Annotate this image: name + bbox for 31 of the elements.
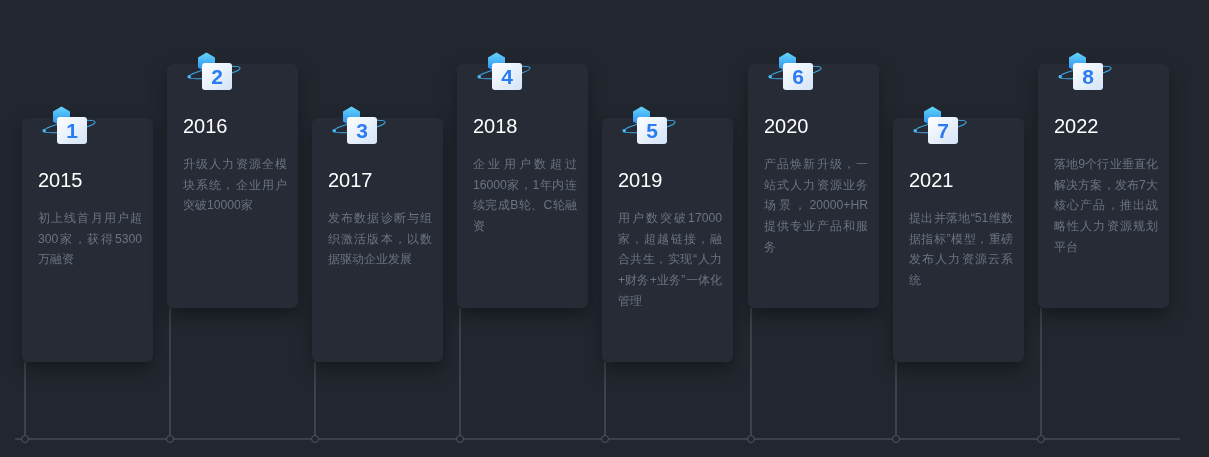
timeline-dot bbox=[601, 435, 609, 443]
timeline-dot bbox=[311, 435, 319, 443]
timeline-dot bbox=[21, 435, 29, 443]
milestone-text: 用户数突破17000家，超越链接，融合共生，实现“人力+财务+业务”一体化管理 bbox=[618, 210, 722, 310]
milestone-text: 企业用户数超过16000家，1年内连续完成B轮、C轮融资 bbox=[473, 156, 577, 236]
year-heading: 2015 bbox=[38, 168, 83, 192]
step-number: 7 bbox=[936, 118, 950, 144]
timeline-dot bbox=[1037, 435, 1045, 443]
step-number: 5 bbox=[645, 118, 659, 144]
step-number: 4 bbox=[500, 64, 514, 90]
year-heading: 2018 bbox=[473, 114, 518, 138]
milestone-text: 产品焕新升级，一站式人力资源业务场景，20000+HR提供专业产品和服务 bbox=[764, 156, 868, 256]
timeline-dot bbox=[456, 435, 464, 443]
year-heading: 2017 bbox=[328, 168, 373, 192]
year-heading: 2021 bbox=[909, 168, 954, 192]
year-heading: 2019 bbox=[618, 168, 663, 192]
timeline-dot bbox=[166, 435, 174, 443]
step-number: 2 bbox=[210, 64, 224, 90]
milestone-text: 发布数据诊断与组织激活版本，以数据驱动企业发展 bbox=[328, 210, 432, 269]
timeline-dot bbox=[747, 435, 755, 443]
milestone-text: 升级人力资源全模块系统，企业用户突破10000家 bbox=[183, 156, 287, 215]
step-number: 3 bbox=[355, 118, 369, 144]
step-number: 8 bbox=[1081, 64, 1095, 90]
step-number: 6 bbox=[791, 64, 805, 90]
year-heading: 2022 bbox=[1054, 114, 1099, 138]
year-heading: 2016 bbox=[183, 114, 228, 138]
milestone-text: 落地9个行业垂直化解决方案，发布7大核心产品，推出战略性人力资源规划平台 bbox=[1054, 156, 1158, 256]
step-number: 1 bbox=[65, 118, 79, 144]
timeline-dot bbox=[892, 435, 900, 443]
year-heading: 2020 bbox=[764, 114, 809, 138]
milestone-text: 提出并落地“51维数据指标”模型，重磅发布人力资源云系统 bbox=[909, 210, 1013, 290]
